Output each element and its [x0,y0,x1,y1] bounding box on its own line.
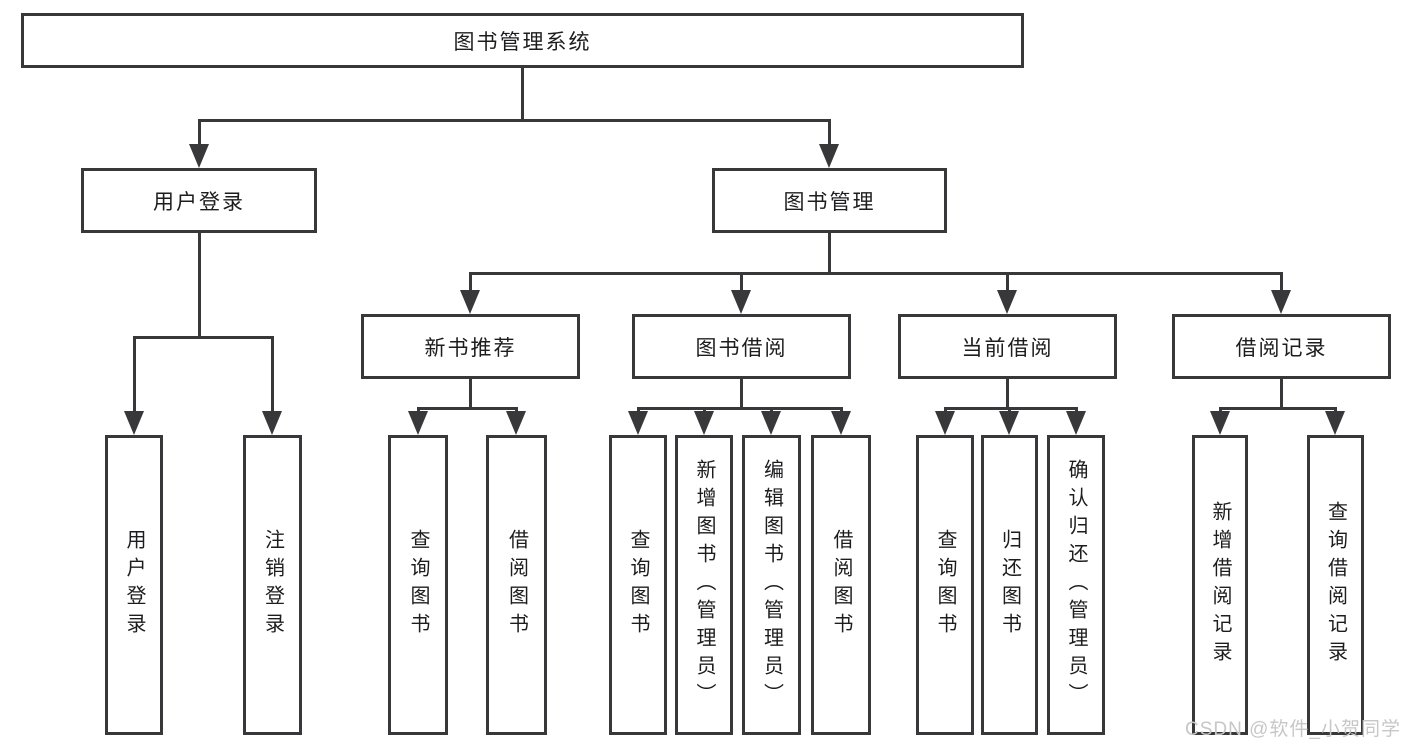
connector-line [637,407,843,410]
arrowhead-down-icon [1210,411,1230,435]
connector-line [469,379,472,410]
arrowhead-down-icon [460,290,480,314]
node-label: 编辑图书（管理员） [760,459,783,711]
arrowhead-down-icon [124,411,144,435]
connector-line [828,233,831,275]
node-label: 注销登录 [261,529,284,641]
node-query-borrow-record: 查询借阅记录 [1307,435,1364,735]
connector-line [132,336,136,413]
connector-line [1005,272,1009,292]
watermark: CSDN @软件_小贺同学 [1185,719,1401,740]
connector-line [416,407,420,413]
arrowhead-down-icon [819,144,839,168]
node-label: 借阅图书 [830,529,852,641]
connector-line [1279,272,1283,292]
connector-line [827,119,831,146]
node-label: 查询图书 [627,529,649,641]
node-label: 归还图书 [998,529,1021,641]
connector-line [944,407,1078,410]
connector-line [469,272,1283,275]
node-label: 新增图书（管理员） [693,459,715,711]
connector-line [1280,379,1283,410]
connector-line [739,272,743,292]
node-user-login-branch: 用户登录 [81,168,317,233]
node-borrowing-records: 借阅记录 [1172,314,1391,379]
connector-line [198,233,201,339]
connector-line [769,407,773,413]
node-edit-books-admin: 编辑图书（管理员） [742,435,801,735]
node-label: 用户登录 [153,190,245,214]
node-label: 借阅记录 [1235,336,1328,360]
connector-line [839,407,843,413]
arrowhead-down-icon [189,144,209,168]
node-label: 查询图书 [407,529,429,641]
node-add-books-admin: 新增图书（管理员） [675,435,733,735]
arrowhead-down-icon [997,290,1017,314]
node-label: 图书借阅 [695,336,788,360]
node-label: 查询借阅记录 [1324,501,1347,669]
node-label: 新增借阅记录 [1209,501,1231,669]
node-label: 图书管理 [783,190,876,214]
node-borrow-books-newbook: 借阅图书 [486,435,547,735]
node-logout: 注销登录 [243,435,302,735]
connector-line [514,407,518,413]
node-book-management: 图书管理 [712,168,947,233]
node-label: 查询图书 [934,529,956,641]
arrowhead-down-icon [935,411,955,435]
connector-line [198,119,831,122]
connector-line [943,407,947,413]
connector-line [1218,407,1222,413]
node-label: 图书管理系统 [453,30,592,54]
node-borrow-books-borrowing: 借阅图书 [811,435,871,735]
node-current-borrowing: 当前借阅 [898,314,1117,379]
connector-line [521,68,524,122]
node-label: 当前借阅 [961,336,1054,360]
connector-line [740,379,743,410]
node-add-borrow-record: 新增借阅记录 [1192,435,1248,735]
arrowhead-down-icon [1325,411,1345,435]
arrowhead-down-icon [761,411,781,435]
connector-line [133,336,274,339]
arrowhead-down-icon [1066,411,1086,435]
connector-line [417,407,518,410]
arrowhead-down-icon [506,411,526,435]
arrowhead-down-icon [628,411,648,435]
connector-line [702,407,706,413]
connector-line [1333,407,1337,413]
arrowhead-down-icon [831,411,851,435]
connector-line [270,336,274,413]
node-new-book-recommendation: 新书推荐 [361,314,580,379]
node-label: 借阅图书 [505,529,528,641]
arrowhead-down-icon [731,290,751,314]
node-return-books: 归还图书 [981,435,1038,735]
connector-line [636,407,640,413]
connector-line [1219,407,1337,410]
node-user-login-leaf: 用户登录 [105,435,163,735]
arrowhead-down-icon [408,411,428,435]
node-query-books-current: 查询图书 [916,435,974,735]
connector-line [1074,407,1078,413]
node-label: 确认归还（管理员） [1065,459,1087,711]
arrowhead-down-icon [999,411,1019,435]
node-library-management-system: 图书管理系统 [21,13,1024,68]
node-label: 用户登录 [123,529,145,641]
node-label: 新书推荐 [424,336,517,360]
connector-line [1006,379,1009,410]
node-query-books-borrowing: 查询图书 [609,435,667,735]
arrowhead-down-icon [694,411,714,435]
arrowhead-down-icon [1271,290,1291,314]
connector-line [197,119,201,146]
node-book-borrowing: 图书借阅 [632,314,851,379]
node-query-books-newbook: 查询图书 [388,435,448,735]
connector-line [468,272,472,292]
node-confirm-return-admin: 确认归还（管理员） [1047,435,1105,735]
connector-line [1007,407,1011,413]
arrowhead-down-icon [262,411,282,435]
